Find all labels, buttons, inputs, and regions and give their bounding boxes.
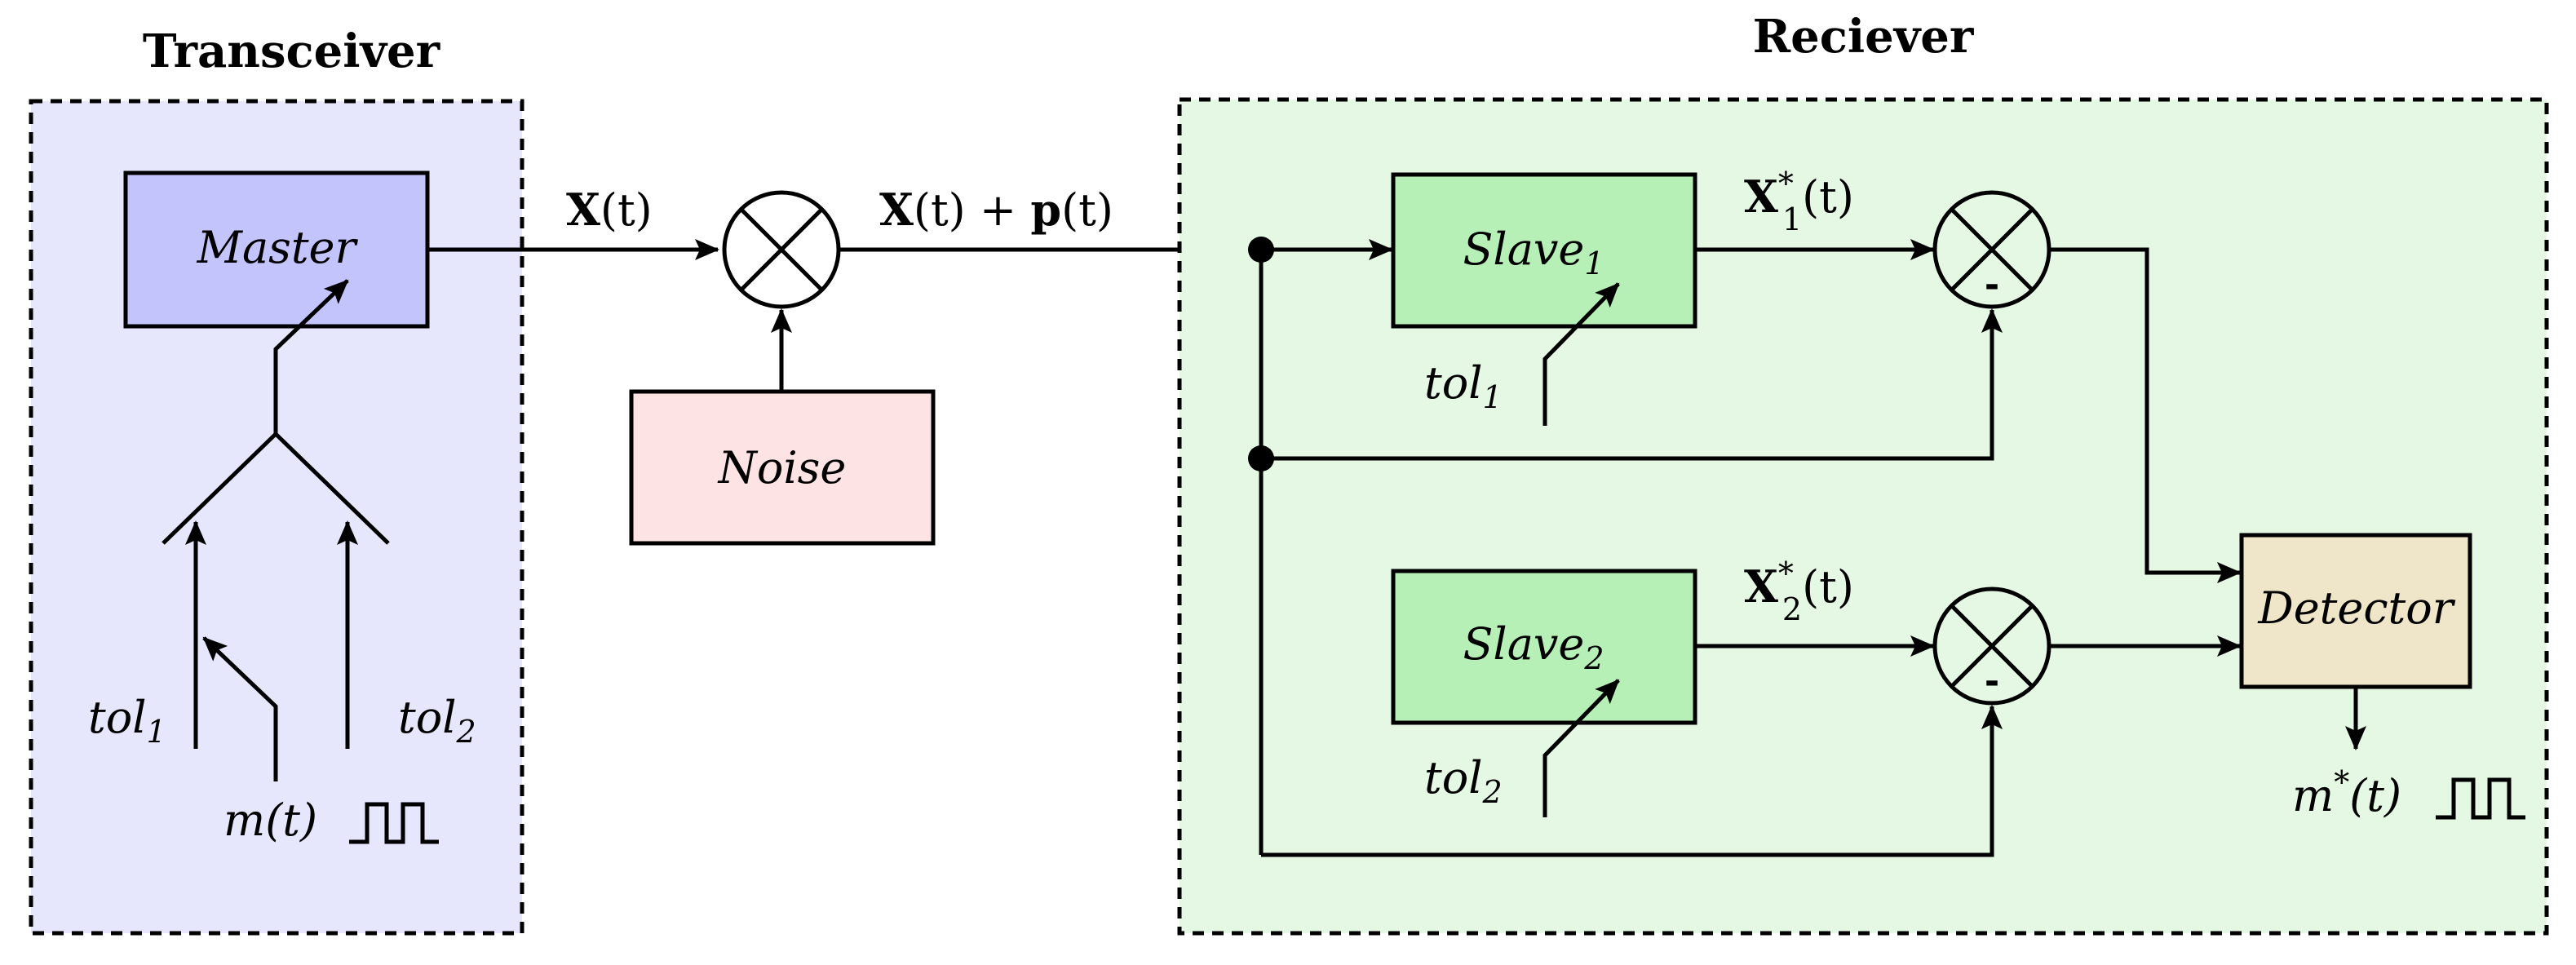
recovered-pulse-train-icon [2436, 777, 2525, 820]
receiver-group: Reciever Slave1 tol1 X*1(t) - Slave2 [1177, 10, 2549, 936]
message-input-line [202, 636, 278, 781]
noisy-signal-label: X(t) + p(t) [879, 184, 1113, 236]
message-label: m(t) [224, 795, 317, 846]
subtractor-1-minus: - [1985, 264, 1999, 306]
slave2-output-label: X*2(t) [1744, 556, 1854, 627]
pulse-train-icon [349, 802, 439, 844]
signal-label: X(t) [566, 184, 653, 236]
slave1-label: Slave1 [1463, 224, 1604, 281]
transceiver-group: Transceiver Master tol1 tol2 m(t) [29, 24, 524, 936]
trunk-to-sub2-line [1261, 705, 2003, 857]
sub1-to-detector-line [2049, 247, 2242, 583]
slave2-block [1391, 569, 1697, 725]
subtractor-1-cross-b [1950, 207, 2034, 292]
trunk-to-sub1-line [1261, 308, 2003, 461]
tol1-to-slave1-line [1543, 282, 1620, 426]
master-label: Master [197, 222, 359, 273]
noise-block [629, 389, 936, 546]
master-block [123, 170, 430, 329]
noise-label: Noise [717, 442, 847, 494]
slave1-output-label: X*1(t) [1744, 166, 1854, 237]
receiver-title: Reciever [1753, 10, 1975, 64]
slave2-label: Slave2 [1463, 618, 1604, 676]
tree-stem [273, 279, 349, 434]
tree-branch-left [162, 432, 277, 545]
tol2-to-slave2-line [1543, 679, 1620, 817]
noise-mixer-cross-b [739, 207, 824, 292]
receiver-tol1-label: tol1 [1424, 357, 1503, 415]
recovered-message-label: m*(t) [2292, 764, 2401, 821]
subtractor-2-minus: - [1985, 661, 1999, 702]
receiver-tol2-label: tol2 [1424, 752, 1503, 810]
detector-label: Detector [2257, 582, 2455, 634]
channel-group: X(t) Noise X(t) + p(t) [427, 184, 1261, 546]
transceiver-title: Transceiver [143, 24, 441, 78]
tree-branch-right [274, 432, 390, 545]
subtractor-2-cross-b [1950, 604, 2034, 688]
detector-block [2239, 533, 2472, 689]
receiver-frame [1177, 97, 2549, 936]
tol1-label: tol1 [88, 692, 166, 750]
tol2-label: tol2 [398, 692, 476, 750]
